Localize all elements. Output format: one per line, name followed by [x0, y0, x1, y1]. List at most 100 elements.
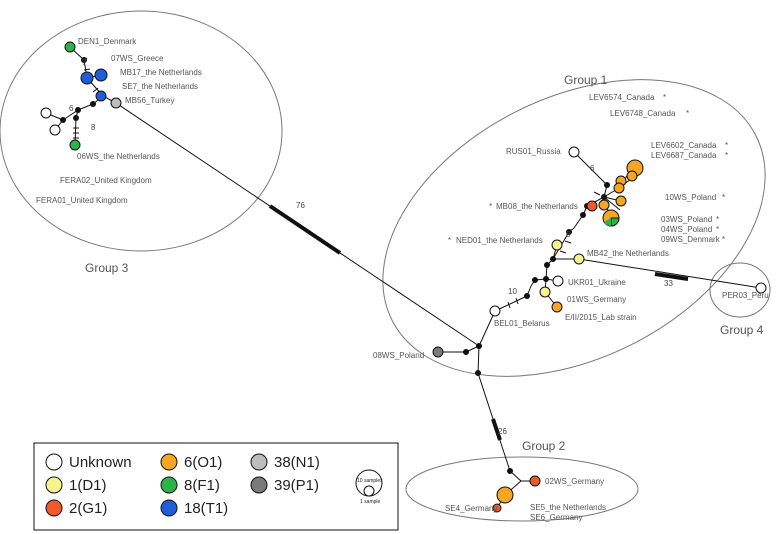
asterisk-mb08: *: [489, 202, 492, 211]
pie-node-03ws: [602, 209, 620, 227]
node-ukr01: [552, 275, 564, 287]
edge-number-76: 76: [296, 201, 305, 210]
node-den1: [64, 41, 76, 53]
node-lev6748: [626, 170, 638, 182]
label-mb08: MB08_the Netherlands: [496, 202, 578, 211]
node-fera01: [40, 107, 52, 119]
node-eii2015: [551, 301, 563, 313]
node-mb17: [94, 68, 108, 82]
label-ned01: NED01_the Netherlands: [456, 236, 543, 245]
node-se7: [95, 90, 107, 102]
legend-label-unknown: Unknown: [69, 454, 132, 471]
edge-number-8: 8: [91, 123, 96, 132]
edge-number-33: 33: [664, 279, 673, 288]
median-nodes: [60, 57, 622, 474]
group-1-label: Group 1: [564, 73, 608, 87]
label-10ws: 10WS_Poland: [665, 193, 716, 202]
label-lev6687: LEV6687_Canada: [651, 151, 717, 160]
node-rus01: [568, 146, 580, 158]
asterisk-04ws: *: [716, 225, 719, 234]
group-2-label: Group 2: [522, 439, 566, 453]
group-3-ellipse: [0, 10, 283, 252]
legend-swatch-f1: [160, 476, 178, 494]
node-08ws: [432, 346, 444, 358]
node-mb42: [573, 253, 585, 265]
node-06ws: [69, 139, 81, 151]
group-1-ellipse: [382, 79, 766, 377]
label-04ws: 04WS_Poland: [661, 225, 712, 234]
legend-size-small: [363, 485, 375, 497]
node-10ws: [615, 195, 627, 207]
label-fera02: FERA02_United Kingdom: [60, 176, 152, 185]
legend-label-t1: 18(T1): [184, 500, 228, 517]
node-01ws: [539, 286, 551, 298]
sample-nodes: [40, 41, 767, 513]
node-bel01: [489, 305, 501, 317]
legend-size-big-label: 10 samples: [357, 478, 383, 484]
label-03ws: 03WS_Poland: [661, 215, 712, 224]
label-lev6748: LEV6748_Canada: [610, 109, 676, 118]
asterisk-ned01: *: [448, 236, 451, 245]
label-se4: SE4_Germany: [445, 504, 497, 513]
legend-label-g1: 2(G1): [69, 500, 107, 517]
group-2-ellipse: [405, 456, 639, 522]
label-07ws: 07WS_Greece: [111, 54, 164, 63]
edge-number-6-c: 6: [69, 104, 74, 113]
legend-swatch-d1: [45, 476, 63, 494]
label-01ws: 01WS_Germany: [567, 295, 626, 304]
label-mb42: MB42_the Netherlands: [587, 249, 669, 258]
asterisk-lev6602: *: [725, 141, 728, 150]
label-den1: DEN1_Denmark: [78, 37, 137, 46]
node-07ws: [80, 71, 94, 85]
label-mb17: MB17_the Netherlands: [120, 68, 202, 77]
legend-size-small-label: 1 sample: [360, 499, 381, 505]
asterisk-lev6748: *: [686, 109, 689, 118]
label-06ws: 06WS_the Netherlands: [77, 152, 160, 161]
node-mb08b: [598, 199, 610, 211]
legend-swatch-g1: [45, 499, 63, 517]
label-se5: SE5_the Netherlands: [530, 503, 606, 512]
group-3-label: Group 3: [85, 261, 129, 275]
label-per03: PER03_Peru: [722, 291, 769, 300]
label-rus01: RUS01_Russia: [506, 147, 561, 156]
edge-numbers: 76 26 33 10 6 6 6 7 8: [69, 58, 673, 436]
legend: Unknown 1(D1) 2(G1) 6(O1) 8(F1) 18(T1) 3…: [33, 442, 399, 531]
asterisk-lev6687: *: [725, 151, 728, 160]
legend-swatch-o1: [160, 453, 178, 471]
legend-label-n1: 38(N1): [274, 454, 320, 471]
edge-number-6-a: 6: [566, 230, 571, 239]
legend-box: [33, 442, 399, 531]
node-fera02: [49, 124, 61, 136]
asterisk-lev6574: *: [663, 93, 666, 102]
label-09ws: 09WS_Denmark: [661, 235, 721, 244]
node-per03: [755, 282, 767, 294]
sample-labels: DEN1_Denmark 07WS_Greece MB17_the Nether…: [36, 37, 769, 522]
node-lev6687: [613, 182, 625, 194]
edge-number-10: 10: [508, 287, 517, 296]
label-mb56: MB56_Turkey: [125, 96, 175, 105]
legend-swatch-p1: [250, 476, 268, 494]
group-4-label: Group 4: [720, 323, 764, 337]
label-lev6574: LEV6574_Canada: [589, 93, 655, 102]
node-ned01: [551, 239, 563, 251]
label-fera01: FERA01_United Kingdom: [36, 196, 128, 205]
node-mb56: [110, 97, 122, 109]
label-se6: SE6_Germany: [530, 513, 582, 522]
node-se5: [496, 486, 514, 504]
legend-label-d1: 1(D1): [69, 477, 107, 494]
thick-branches: [268, 204, 689, 441]
node-se4: [492, 503, 502, 513]
edge-number-6-b: 6: [590, 164, 595, 173]
asterisks: * * * * * * * * * *: [448, 93, 728, 245]
edge-number-26: 26: [498, 427, 507, 436]
legend-label-o1: 6(O1): [184, 454, 222, 471]
group-4-ellipse: [709, 262, 771, 318]
legend-swatch-unknown: [45, 453, 63, 471]
edge-number-7: 7: [82, 58, 87, 67]
node-mb08: [586, 200, 598, 212]
label-se7: SE7_the Netherlands: [122, 82, 198, 91]
asterisk-03ws: *: [716, 215, 719, 224]
legend-label-p1: 39(P1): [274, 477, 319, 494]
label-ukr01: UKR01_Ukraine: [568, 278, 626, 287]
